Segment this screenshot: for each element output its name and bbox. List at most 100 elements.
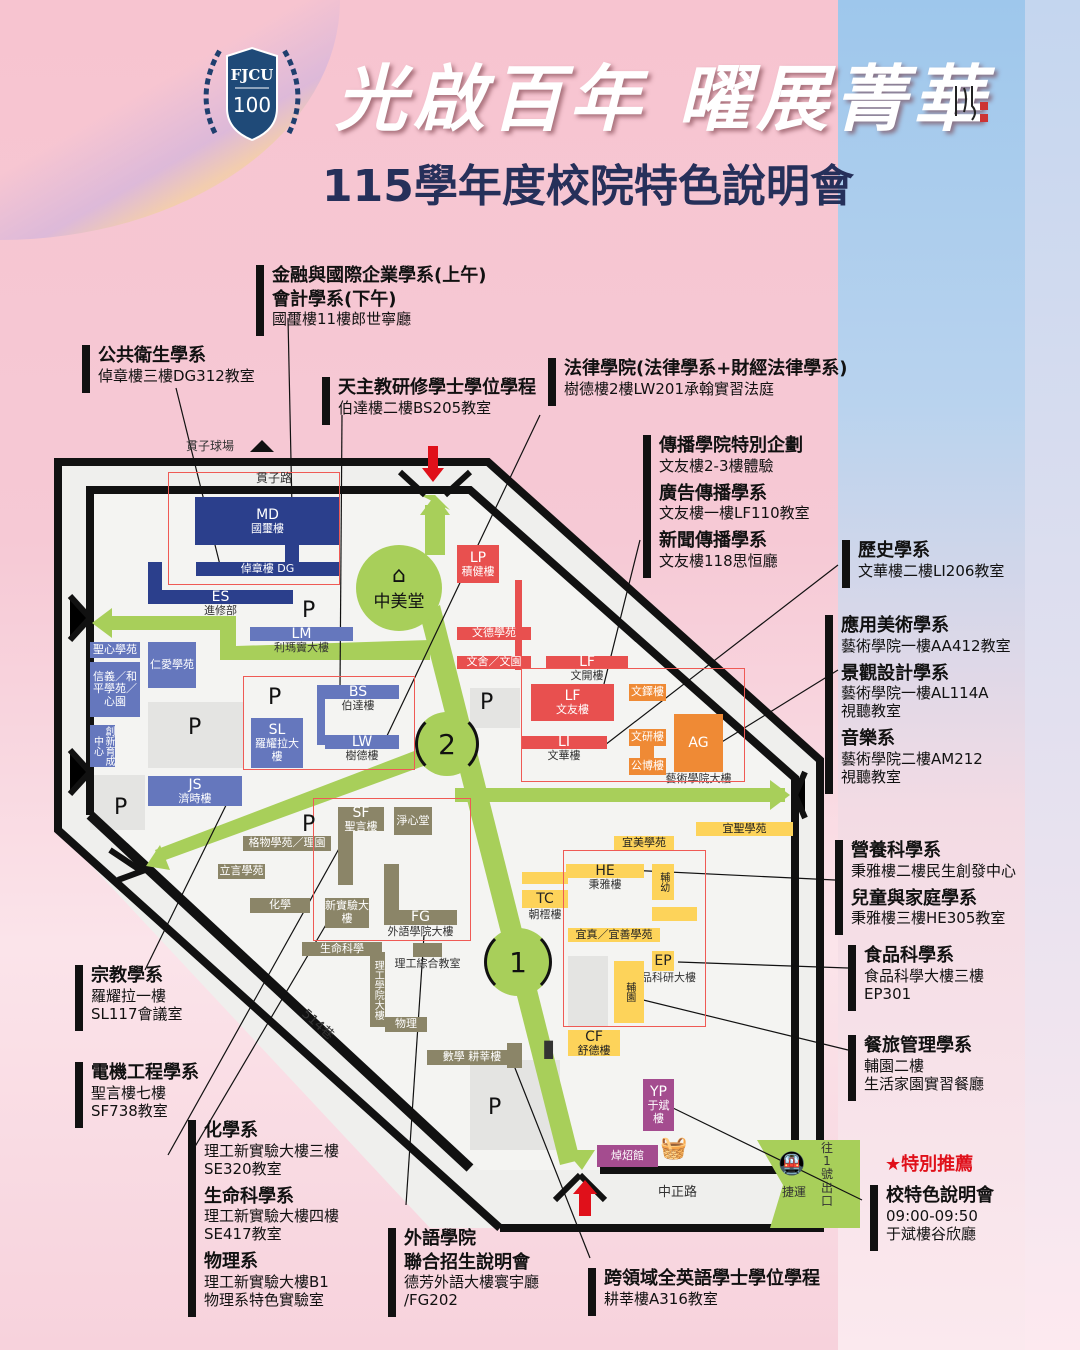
callout-catholic: 天主教研修學士學位學程伯達樓二樓BS205教室 xyxy=(322,377,536,425)
mrt-label: 捷運 xyxy=(782,1185,807,1199)
department-title: 跨領域全英語學士學位學程 xyxy=(604,1268,820,1289)
building-block[interactable]: 淨心堂 xyxy=(394,807,432,835)
building-name: 國璽樓 xyxy=(251,521,284,535)
building-ep[interactable]: EP xyxy=(652,951,674,971)
zhongmei-hall[interactable]: ⌂ 中美堂 xyxy=(356,545,442,631)
venue-line: 食品科學大樓三樓 xyxy=(864,966,985,985)
building-block[interactable]: 信義／和平學苑／心園 xyxy=(90,662,140,717)
building-code: MD xyxy=(256,506,279,523)
highlight-frame xyxy=(521,668,745,782)
building-block[interactable]: 文研樓 xyxy=(629,729,666,746)
building-block[interactable]: 理工學院大樓 xyxy=(370,952,385,1027)
building-ag[interactable]: AG xyxy=(674,714,723,772)
building-name: 創新育成中心 xyxy=(91,726,115,766)
department-title: 食品科學系 xyxy=(864,945,954,966)
building-name-label: 外語學院大樓 xyxy=(387,925,454,938)
building-lf[interactable]: LF xyxy=(546,654,628,671)
building-block[interactable]: 仁愛學苑 xyxy=(148,642,196,688)
venue-line: 理工新實驗大樓四樓 xyxy=(204,1207,340,1226)
building-name: 公博樓 xyxy=(631,759,664,773)
building-block[interactable]: 化學 xyxy=(250,898,310,913)
venue-line: 羅耀拉一樓 xyxy=(91,986,167,1005)
building-block[interactable]: 立言學苑 xyxy=(218,864,265,879)
building-block[interactable]: 格物學苑／理園 xyxy=(243,836,331,851)
building-block[interactable]: 文鐸樓 xyxy=(629,684,666,701)
callout-group: 天主教研修學士學位學程伯達樓二樓BS205教室 xyxy=(338,377,536,417)
building-block[interactable]: 聖心學苑 xyxy=(90,642,140,658)
parking-marker: P xyxy=(188,715,202,740)
callout-group: 跨領域全英語學士學位學程耕莘樓A316教室 xyxy=(604,1268,820,1308)
building-block[interactable] xyxy=(413,943,442,957)
star-icon: ★ xyxy=(885,1154,902,1175)
department-title: 法律學院(法律學系+財經法律學系) xyxy=(564,358,848,379)
department-title: 校特色說明會 xyxy=(886,1185,994,1206)
building-block[interactable]: 生命科學 xyxy=(302,942,382,956)
building-block[interactable]: 宜聖學苑 xyxy=(696,822,793,836)
building-lm[interactable]: LM xyxy=(250,626,353,642)
building-code: LW xyxy=(351,733,373,750)
building-block[interactable]: 倬章樓 DG xyxy=(196,562,339,576)
venue-line: 伯達樓二樓BS205教室 xyxy=(338,398,492,417)
building-block[interactable]: 物理 xyxy=(385,1017,427,1032)
building-name: 文舍／文園 xyxy=(466,655,522,669)
building-block[interactable]: 文德學苑 xyxy=(457,627,531,640)
building-name: 信義／和平學苑／心園 xyxy=(93,669,137,708)
callout-group: 廣告傳播學系文友樓一樓LF110教室 xyxy=(659,483,810,523)
venue-line: 物理系特色實驗室 xyxy=(204,1290,325,1309)
featured-badge-text: 特別推薦 xyxy=(901,1154,974,1175)
callout-group: 聯合招生說明會德芳外語大樓寰宇廳/FG202 xyxy=(404,1252,539,1310)
building-he[interactable]: HE xyxy=(566,863,644,879)
venue-line: 視聽教室 xyxy=(841,702,902,721)
building-name: 聖心學苑 xyxy=(93,642,137,656)
department-title: 新聞傳播學系 xyxy=(659,530,767,552)
building-block[interactable]: 輔園 xyxy=(614,961,644,1023)
building-block[interactable]: 新實驗大樓 xyxy=(325,898,369,928)
building-lw[interactable]: LW xyxy=(325,733,399,750)
building-name-label: 朝橒樓 xyxy=(528,908,562,921)
road-label-bottom: 中正路 xyxy=(658,1185,698,1200)
building-tc[interactable]: TC xyxy=(522,890,568,908)
building-li[interactable]: LI xyxy=(521,734,607,750)
signature-seal xyxy=(955,86,988,122)
building-block[interactable]: 宜美學苑 xyxy=(614,836,674,850)
building-name: 聖言樓 xyxy=(344,819,378,833)
building-block[interactable]: 數學 耕莘樓 xyxy=(427,1050,517,1065)
building-es[interactable]: ES xyxy=(148,589,293,605)
building-block[interactable]: 文舍／文園 xyxy=(457,656,531,669)
building-code: LF xyxy=(579,654,595,671)
building-block[interactable]: 焯炤館 xyxy=(597,1145,658,1167)
building-block[interactable]: 宜真／宜善學苑 xyxy=(568,928,660,942)
building-block[interactable]: 輔幼 xyxy=(652,864,674,900)
building-bs[interactable]: BS xyxy=(317,684,399,700)
venue-line: 理工新實驗大樓三樓 xyxy=(204,1141,340,1160)
department-title: 廣告傳播學系 xyxy=(659,482,767,504)
department-title: 景觀設計學系 xyxy=(841,662,949,684)
building-name: 淨心堂 xyxy=(396,813,430,827)
building-block[interactable]: 公博樓 xyxy=(629,758,666,775)
arrow-down xyxy=(565,1150,595,1170)
department-title: 歷史學系 xyxy=(858,540,930,561)
venue-line: 輔園二樓 xyxy=(864,1056,925,1075)
court-label: 貫子球場 xyxy=(186,439,235,453)
building-fg[interactable]: FG xyxy=(384,909,457,925)
exit-label: 往1號出口 xyxy=(820,1141,833,1208)
mrt-train-icon: 🚇 xyxy=(778,1152,806,1177)
hall-label: 中美堂 xyxy=(373,591,425,612)
event-subtitle: 115學年度校院特色說明會 xyxy=(322,161,854,212)
building-block[interactable]: 創新育成中心 xyxy=(90,725,115,767)
